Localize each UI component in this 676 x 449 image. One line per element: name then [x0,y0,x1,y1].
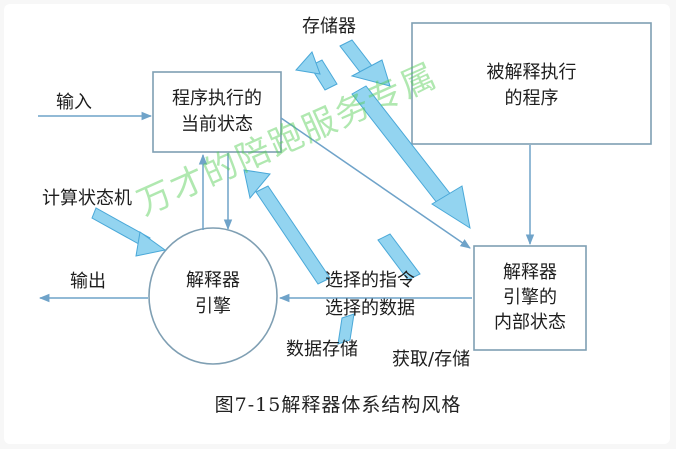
state-machine-label: 计算状态机 [42,188,132,209]
data-store-label: 数据存储 [286,339,358,360]
fetch-store-label: 获取/存储 [392,349,471,370]
state-to-internal-arrow [280,117,471,249]
interpreted-program-label: 被解释执行 的程序 [412,62,651,110]
interpreted-program-line-2: 的程序 [504,88,559,109]
data-store-thick-arrow [337,313,355,345]
current-state-line-1: 程序执行的 [172,88,262,109]
storage-to-state-thick-arrow [295,51,338,91]
engine-label: 解释器 引擎 [149,270,277,318]
internal-state-line-2: 引擎的 [503,287,557,308]
current-state-line-2: 当前状态 [181,114,253,135]
internal-state-line-3: 内部状态 [494,312,566,333]
interpreted-program-box [411,22,652,145]
output-label: 输出 [70,271,106,292]
current-state-box [152,71,282,153]
figure-caption: 图7-15解释器体系结构风格 [214,394,462,416]
storage-to-program-thick-arrow [339,39,391,87]
interpreted-program-line-1: 被解释执行 [486,62,577,83]
interpreter-engine-circle [148,227,278,365]
input-label: 输入 [56,92,92,113]
storage-label: 存储器 [302,16,356,37]
internal-state-box [473,245,587,351]
internal-state-label: 解释器 引擎的 内部状态 [474,262,586,334]
selected-to-state-thick-arrow [243,169,331,285]
engine-line-2: 引擎 [195,296,231,317]
selected-data-label: 选择的数据 [325,298,415,319]
selected-instruction-label: 选择的指令 [325,270,415,291]
fetch-store-thick-arrow [377,233,421,281]
engine-line-1: 解释器 [186,270,240,291]
storage-to-internal-thick-arrow [351,85,471,230]
internal-state-line-1: 解释器 [503,262,557,283]
state-machine-to-engine-thick-arrow [91,207,167,257]
current-state-label: 程序执行的 当前状态 [153,88,281,136]
